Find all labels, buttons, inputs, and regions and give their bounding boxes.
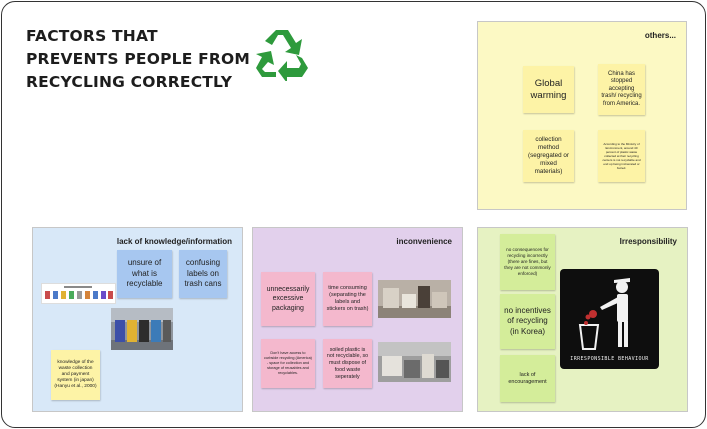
irresponsible-behaviour-image: IRRESPONSIBLE BEHAVIOUR	[560, 269, 659, 369]
sticky-text: collection method (segregated or mixed m…	[528, 136, 569, 175]
sticky-unsure[interactable]: unsure of what is recyclable	[117, 250, 172, 298]
sticky-text: unsure of what is recyclable	[126, 258, 163, 289]
recycle-icon	[256, 30, 308, 81]
packaging-photo	[378, 280, 451, 318]
sticky-no-consequences[interactable]: no consequences for recycling incorrectl…	[500, 234, 555, 290]
section-others: others... Global warming China has stopp…	[477, 21, 687, 210]
recycling-labels-image	[41, 283, 116, 304]
section-irresponsibility: Irresponsibility no consequences for rec…	[477, 227, 688, 412]
sticky-ministry[interactable]: According to the Ministry of Environment…	[598, 130, 645, 182]
section-inconvenience: inconvenience unnecessarily excessive pa…	[252, 227, 463, 412]
sticky-text: China has stopped accepting trash/ recyc…	[601, 70, 642, 107]
sticky-payment-system[interactable]: knowledge of the waste collection and pa…	[51, 350, 100, 400]
sticky-lack-of-encouragement[interactable]: lack of encouragement	[500, 355, 555, 402]
image-caption: IRRESPONSIBLE BEHAVIOUR	[570, 356, 649, 362]
person-littering-icon	[578, 278, 630, 350]
sticky-text: According to the Ministry of Environment…	[602, 142, 641, 170]
sticky-confusing[interactable]: confusing labels on trash cans	[179, 250, 227, 298]
sticky-curbside-access[interactable]: Don't have access to curbside recycling …	[261, 339, 315, 388]
sticky-no-incentives[interactable]: no incentives of recycling (in Korea)	[500, 294, 555, 349]
waste-pile-photo	[378, 342, 451, 382]
sticky-text: unnecessarily excessive packaging	[266, 285, 310, 312]
sticky-collection-method[interactable]: collection method (segregated or mixed m…	[523, 130, 574, 182]
section-label-inconvenience: inconvenience	[396, 237, 452, 246]
section-label-irresponsibility: Irresponsibility	[619, 237, 677, 246]
sticky-china[interactable]: China has stopped accepting trash/ recyc…	[598, 64, 645, 115]
sticky-text: time consuming (separating the labels an…	[326, 285, 369, 312]
sticky-text: lack of encouragement	[508, 371, 547, 385]
sticky-global-warming[interactable]: Global warming	[523, 66, 574, 113]
sticky-soiled-plastic[interactable]: soiled plastic is not recyclable, so mus…	[323, 339, 372, 388]
sticky-text: knowledge of the waste collection and pa…	[54, 360, 97, 389]
section-label-others: others...	[644, 31, 676, 40]
sticky-time-consuming[interactable]: time consuming (separating the labels an…	[323, 272, 372, 326]
trash-bins-photo	[111, 308, 173, 350]
sticky-text: Global warming	[530, 77, 567, 101]
sticky-text: confusing labels on trash cans	[184, 258, 222, 289]
sticky-text: Don't have access to curbside recycling …	[264, 351, 312, 375]
section-knowledge: lack of knowledge/information unsure of …	[32, 227, 243, 412]
section-label-knowledge: lack of knowledge/information	[116, 237, 232, 246]
page-title: FACTORS THAT PREVENTS PEOPLE FROM RECYCL…	[26, 27, 251, 91]
sticky-packaging[interactable]: unnecessarily excessive packaging	[261, 272, 315, 326]
sticky-text: soiled plastic is not recyclable, so mus…	[326, 346, 369, 380]
sticky-text: no incentives of recycling (in Korea)	[504, 305, 551, 336]
sticky-text: no consequences for recycling incorrectl…	[504, 247, 551, 276]
